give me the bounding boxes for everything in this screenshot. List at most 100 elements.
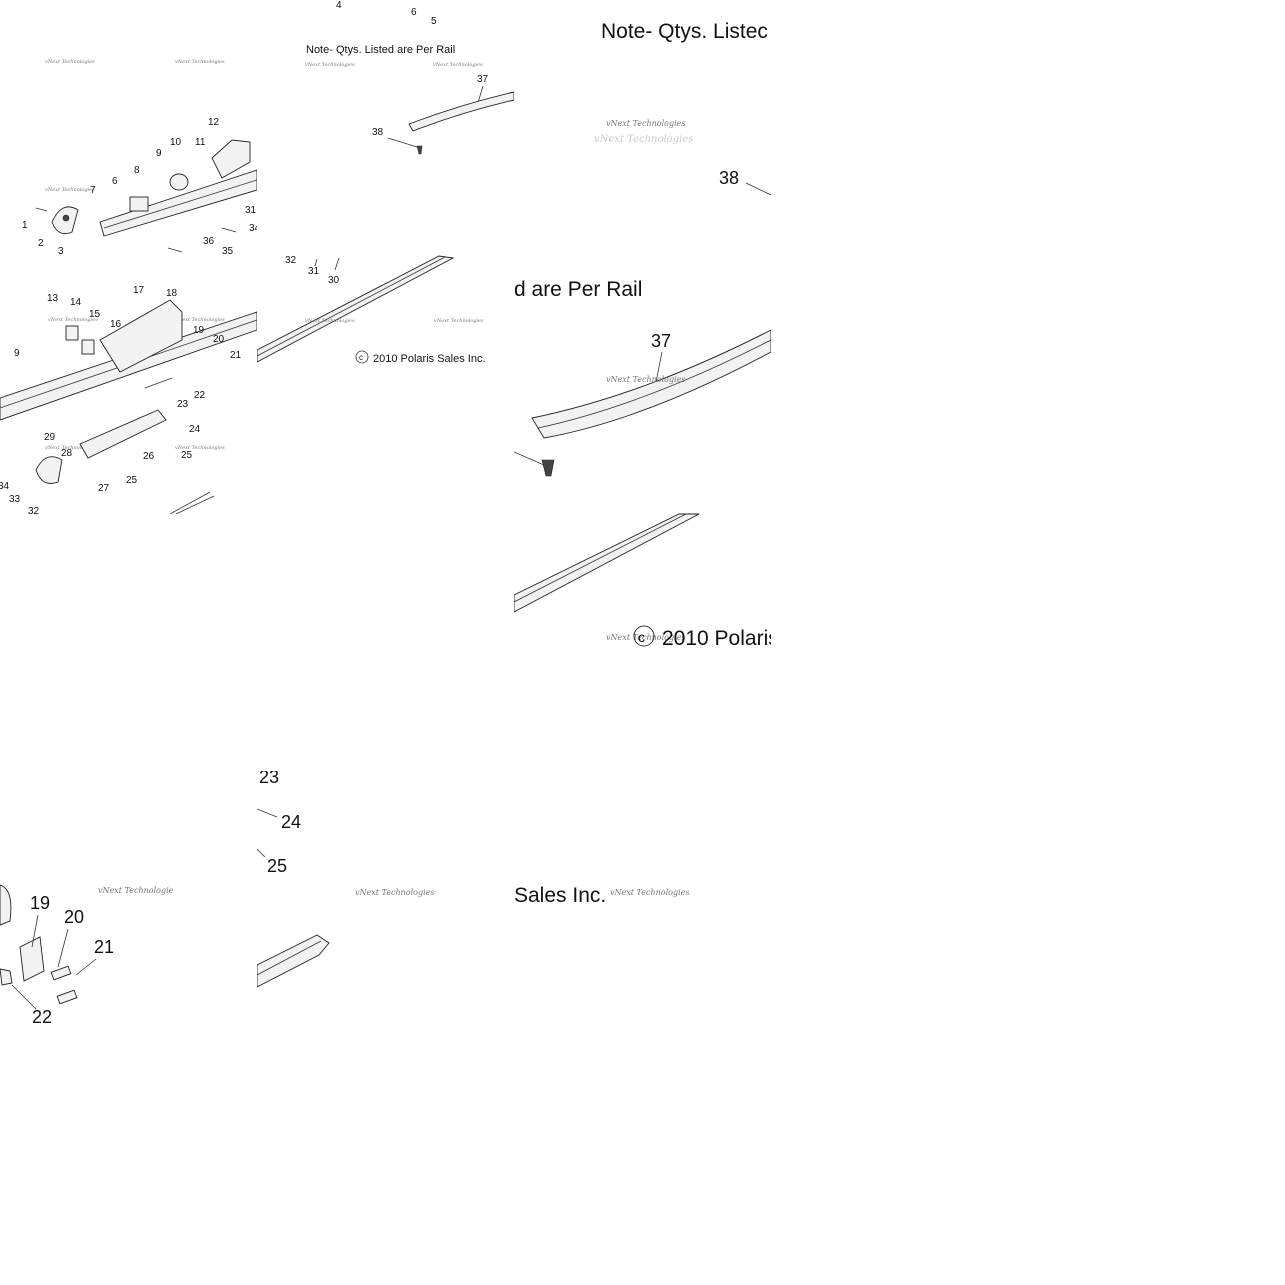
watermark: vNext Technologies <box>606 375 685 384</box>
clamp-part <box>169 173 189 191</box>
callout-10: 10 <box>170 137 182 148</box>
tile-note-zoom: Note- Qtys. Listec vNext Technologies vN… <box>514 0 771 771</box>
callout-3: 3 <box>58 246 64 257</box>
callout-32: 32 <box>285 255 297 266</box>
bolt-21b <box>56 989 78 1005</box>
screw-part <box>416 145 423 155</box>
callout-33: 33 <box>9 494 21 505</box>
callout-23: 23 <box>177 399 189 410</box>
bolt-21a <box>50 965 72 981</box>
callout-24: 24 <box>281 812 301 832</box>
callout-25a: 25 <box>181 450 193 461</box>
callout-27: 27 <box>98 483 110 494</box>
note-zoom-drawing: Note- Qtys. Listec vNext Technologies vN… <box>514 20 771 650</box>
copyright-text: 2010 Polaris Sales Inc. <box>373 353 486 365</box>
tile-zoom-parts: vNext Technologie 19 20 21 22 <box>0 771 257 1028</box>
callout-19: 19 <box>30 893 50 913</box>
watermark: vNext Technologies <box>175 445 225 451</box>
copyright-tail-text: Sales Inc. <box>514 884 606 907</box>
callout-8: 8 <box>134 165 140 176</box>
side-plate <box>99 299 183 373</box>
callout-23: 23 <box>259 771 279 787</box>
callout-17: 17 <box>133 285 145 296</box>
zoom-callouts-drawing: 23 24 25 vNext Technologies <box>257 771 434 988</box>
callout-37: 37 <box>651 331 671 351</box>
block-part <box>129 196 149 212</box>
wear-strip-zoom <box>531 329 771 439</box>
callout-5: 5 <box>431 16 437 27</box>
callout-26: 26 <box>143 451 155 462</box>
rear-plate <box>211 139 251 179</box>
callout-18: 18 <box>166 288 178 299</box>
callout-28: 28 <box>61 448 73 459</box>
rail-section-zoom <box>514 513 700 613</box>
callout-20: 20 <box>64 907 84 927</box>
callout-30: 30 <box>328 275 340 286</box>
callout-31: 31 <box>308 266 320 277</box>
zoom-copyright-drawing: Sales Inc. vNext Technologies <box>514 884 689 907</box>
rail-section <box>257 255 455 363</box>
tile-note-small: 4 6 5 Note- Qtys. Listed are Per Rail vN… <box>257 0 514 514</box>
watermark: vNext Technologies <box>45 445 95 451</box>
callout-9: 9 <box>156 148 162 159</box>
callout-9b: 9 <box>14 348 20 359</box>
watermark-ghost: vNext Technologies <box>594 134 693 145</box>
watermark: vNext Technologies <box>355 888 434 897</box>
screw-zoom <box>541 459 555 477</box>
watermark: vNext Technologies <box>45 59 95 65</box>
callout-22: 22 <box>194 390 206 401</box>
watermark: vNext Technologies <box>606 119 685 128</box>
watermark: vNext Technologies <box>175 59 225 65</box>
note-small-drawing: 4 6 5 Note- Qtys. Listed are Per Rail vN… <box>257 0 514 365</box>
copyright-crop-text: 2010 Polaris <box>662 627 771 650</box>
callout-1: 1 <box>22 220 28 231</box>
callout-21: 21 <box>230 350 242 361</box>
callout-numbers: 1 2 3 6 7 8 9 10 11 12 31 34 36 35 13 14… <box>0 117 257 514</box>
tile-zoom-callouts: 23 24 25 vNext Technologies <box>257 771 514 1028</box>
callout-7: 7 <box>90 185 96 196</box>
callout-4: 4 <box>336 0 342 11</box>
tile-assembly-overview: vNext Technologies vNext Technologies vN… <box>0 0 257 514</box>
tile-zoom-copyright: Sales Inc. vNext Technologies <box>514 771 771 1028</box>
watermark: vNext Technologies <box>610 888 689 897</box>
watermark: vNext Technologies <box>434 318 484 324</box>
callout-6: 6 <box>112 176 118 187</box>
callout-36: 36 <box>203 236 215 247</box>
copyright-icon <box>633 625 655 647</box>
watermark: vNext Technologies <box>433 62 483 68</box>
watermark: vNext Technologies <box>175 317 225 323</box>
callout-21: 21 <box>94 937 114 957</box>
callout-12: 12 <box>208 117 220 128</box>
bushing-part <box>81 339 95 355</box>
note-text: Note- Qtys. Listed are Per Rail <box>306 44 455 56</box>
callout-6: 6 <box>411 7 417 18</box>
callout-31: 31 <box>245 205 257 216</box>
note-crop-text: Note- Qtys. Listec <box>601 20 768 43</box>
callout-14: 14 <box>70 297 82 308</box>
callout-11: 11 <box>195 137 206 148</box>
callout-37: 37 <box>477 74 489 85</box>
upper-rail <box>99 169 257 237</box>
watermark: vNext Technologie <box>98 886 174 895</box>
assembly-overview-drawing: vNext Technologies vNext Technologies vN… <box>0 59 257 514</box>
callout-34b: 34 <box>0 481 10 492</box>
callout-35: 35 <box>222 246 234 257</box>
note-tail-text: d are Per Rail <box>514 278 642 301</box>
watermark: vNext Technologies <box>606 633 685 642</box>
bracket-19 <box>19 936 45 982</box>
callout-19: 19 <box>193 325 205 336</box>
copyright-symbol: c <box>359 353 363 362</box>
callout-34: 34 <box>249 223 257 234</box>
callout-32: 32 <box>28 506 40 514</box>
callout-15: 15 <box>89 309 101 320</box>
watermark: vNext Technologies <box>45 187 95 193</box>
watermark: vNext Technologies <box>305 318 355 324</box>
callout-13: 13 <box>47 293 59 304</box>
callout-38: 38 <box>719 168 739 188</box>
nut-22 <box>0 968 13 986</box>
callout-38: 38 <box>372 127 384 138</box>
spacer-part <box>65 325 79 341</box>
copyright-symbol: c <box>638 629 645 645</box>
callout-20: 20 <box>213 334 225 345</box>
callout-2: 2 <box>38 238 44 249</box>
